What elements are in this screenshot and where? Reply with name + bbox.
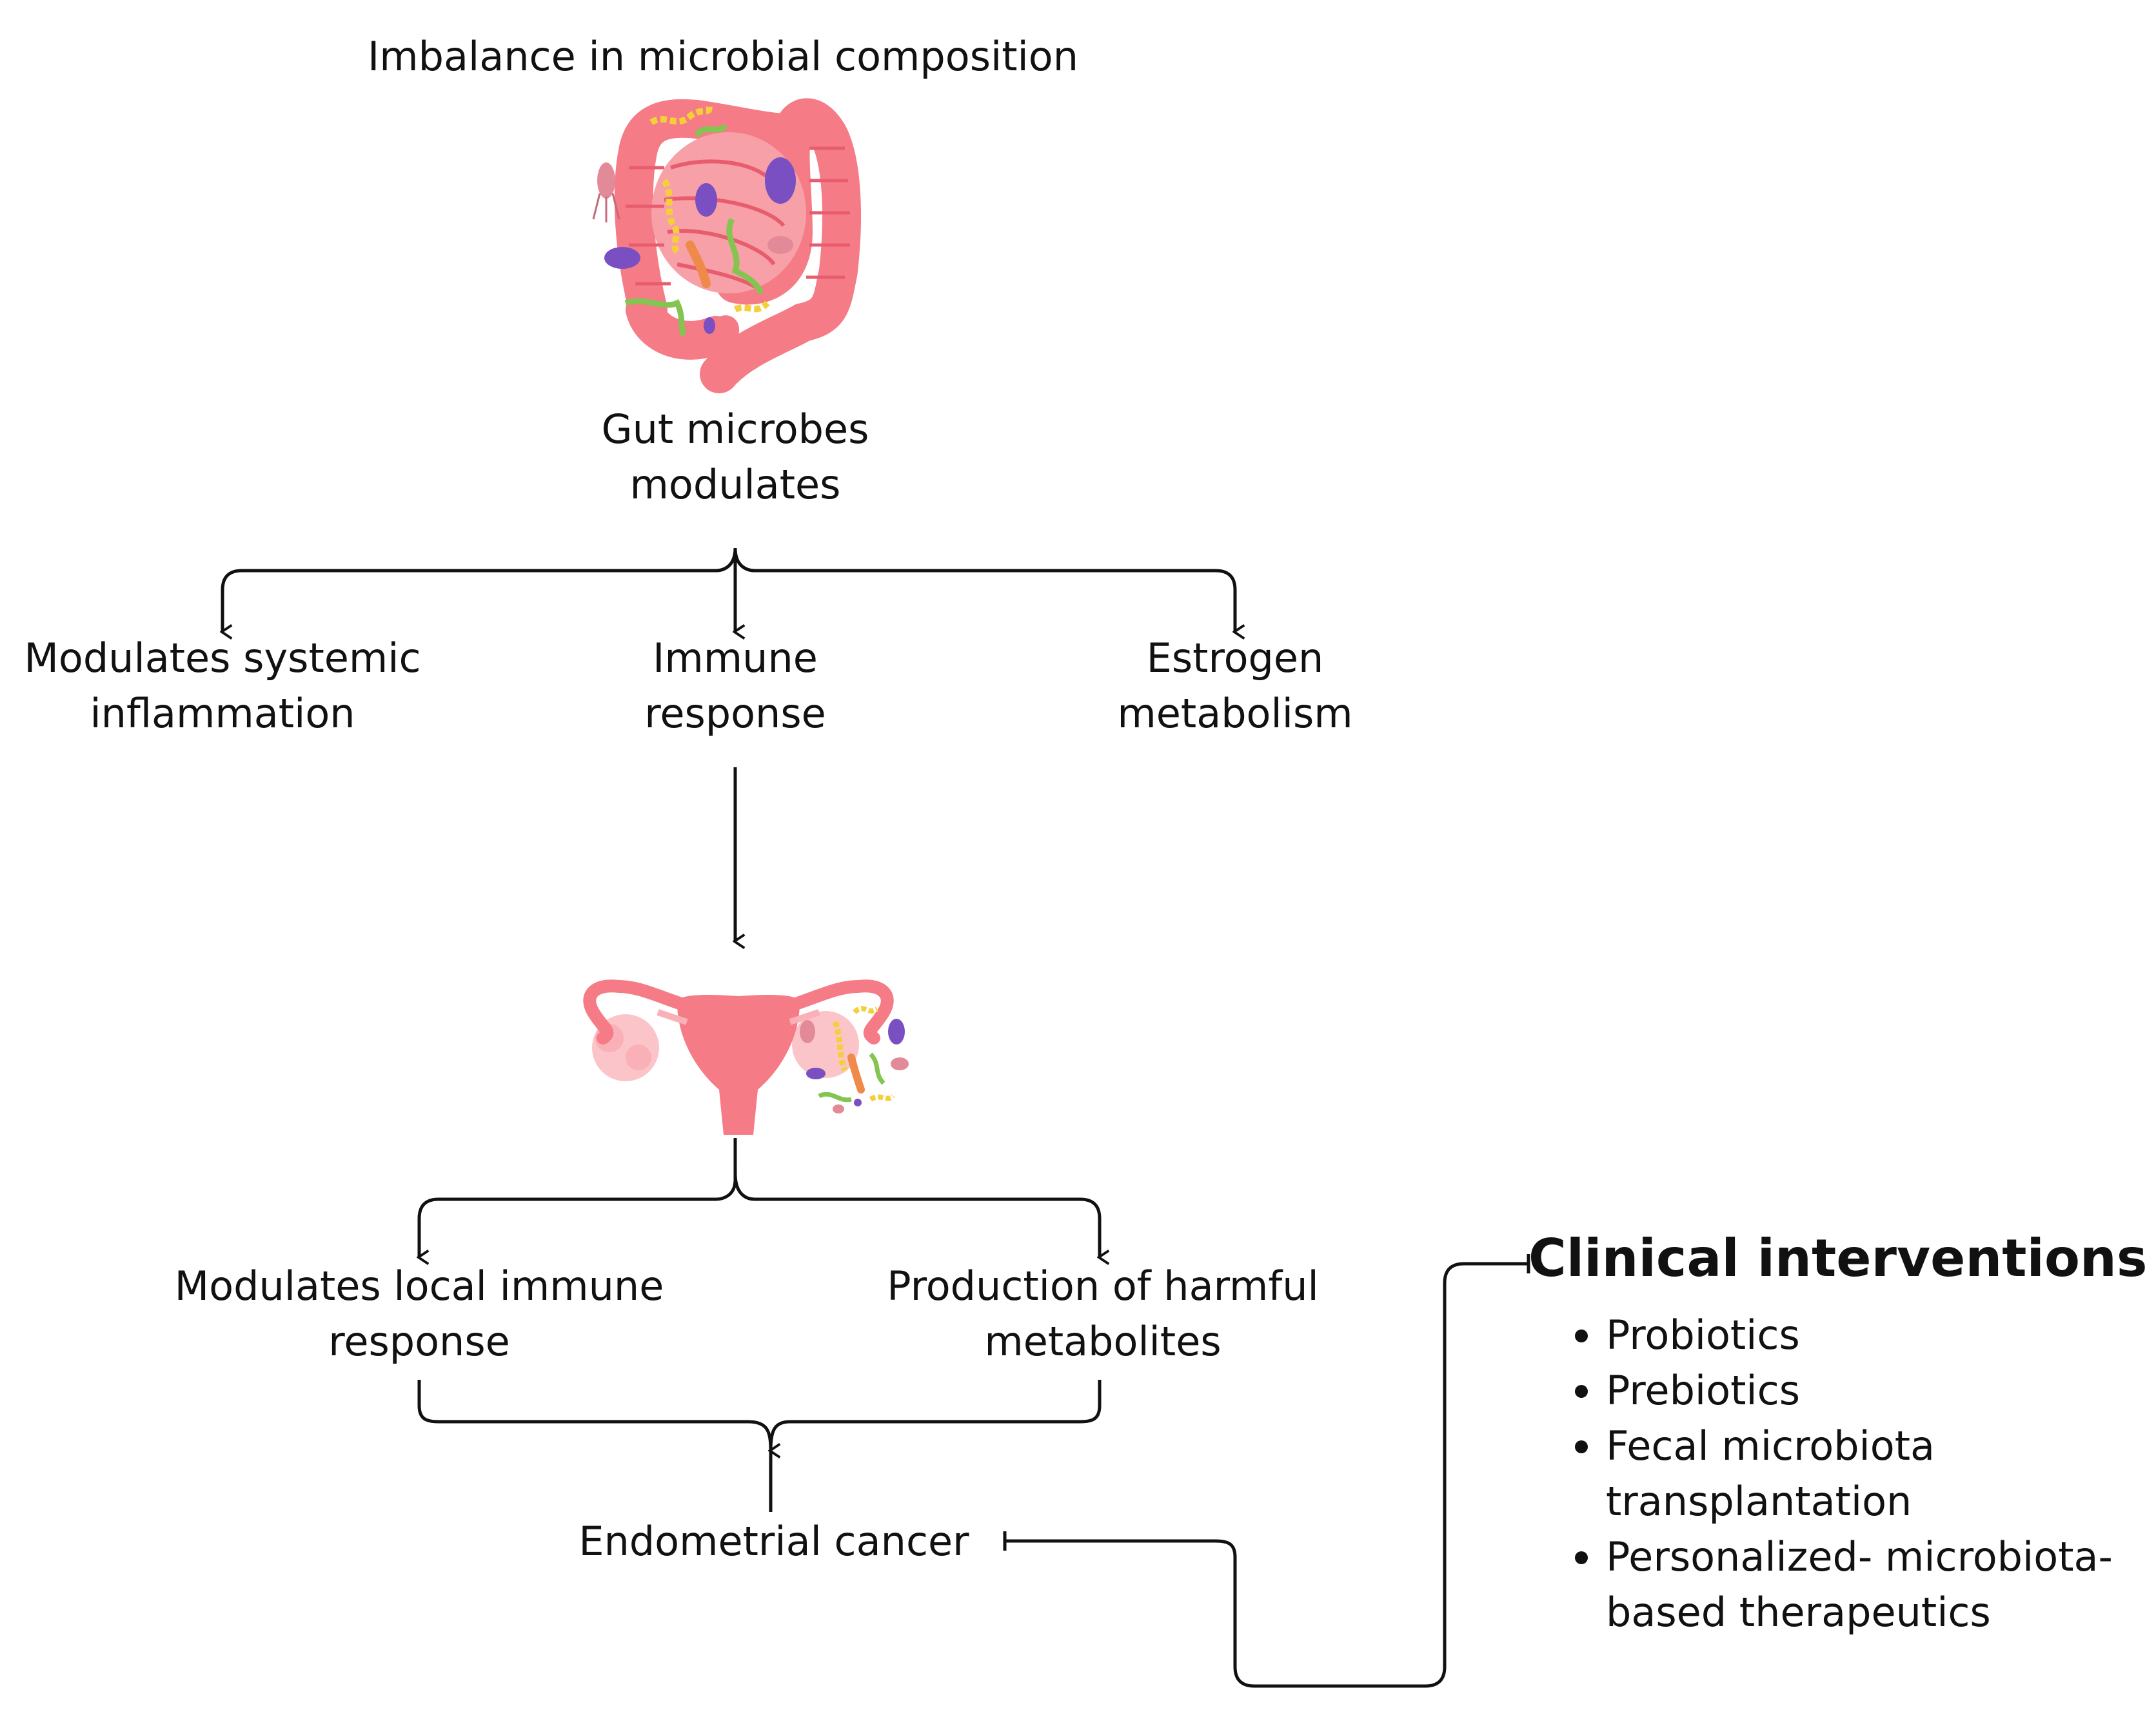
list-item: Personalized- microbiota-based therapeut… <box>1575 1529 2113 1640</box>
uterus-icon <box>583 979 909 1135</box>
gut-to-systemic-arrow <box>223 547 737 632</box>
interventions-inhibit-line <box>1005 1262 1527 1688</box>
uterus-to-harmful-arrow <box>733 1173 1100 1257</box>
intestine-icon <box>592 98 861 393</box>
connectors <box>223 547 1530 1688</box>
list-item: Probiotics <box>1575 1308 2113 1363</box>
uterus-to-local-arrow <box>419 1138 737 1257</box>
top-title: Imbalance in microbial composition <box>368 33 1078 80</box>
endometrial-cancer-label: Endometrial cancer <box>579 1518 969 1565</box>
list-item: Prebiotics <box>1575 1363 2113 1418</box>
bacteria-icon <box>592 106 796 337</box>
clinical-interventions-title: Clinical interventions <box>1528 1228 2148 1288</box>
local-harmful-to-cancer-arrow <box>417 1380 1102 1512</box>
gut-to-estrogen-arrow <box>733 547 1235 632</box>
